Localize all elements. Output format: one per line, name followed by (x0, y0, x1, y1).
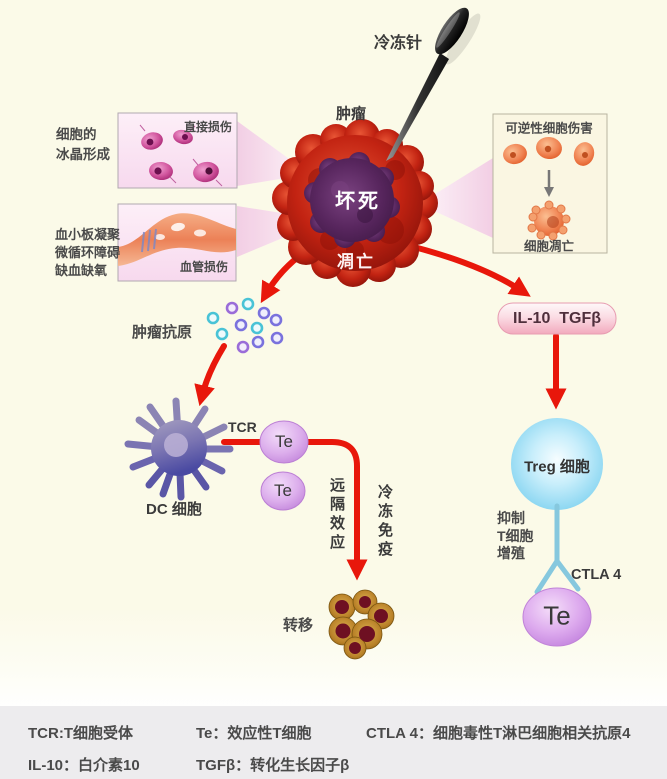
caption-line: 冰晶形成 (56, 147, 110, 163)
ice-damage-box (117, 112, 238, 189)
abscopal-effect-label: 远隔效应 (328, 477, 345, 553)
legend-il10: IL-10：白介素10 (28, 757, 140, 774)
te-cell-2-shape (260, 471, 306, 511)
cell-apoptosis-label: 细胞凋亡 (523, 239, 575, 254)
caption-line: 细胞的 (56, 127, 97, 142)
legend-te: Te：效应性T细胞 (196, 725, 312, 742)
treg-cell-shape (511, 418, 603, 510)
blood-vessel-illustration (118, 213, 236, 266)
cryo-immunity-label: 冷冻免疫 (376, 484, 393, 560)
caption-line: 微循环障碍 (55, 245, 121, 261)
vessel-damage-label: 血管损伤 (180, 260, 229, 274)
ctla4-label: CTLA 4 (571, 567, 622, 583)
vessel-caption: 血小板凝聚 微循环障碍 缺血缺氧 (55, 226, 120, 281)
legend-tcr: TCR:T细胞受体 (28, 725, 133, 742)
damaged-cells-illustration (139, 124, 223, 187)
apoptosis-label: 凋亡 (337, 252, 375, 272)
legend-tgfb: TGFβ：转化生长因子β (196, 757, 350, 774)
cytokines-label: IL-10 TGFβ (513, 310, 601, 327)
te-cell-3-shape (522, 587, 592, 647)
tumor-antigen-dots (206, 297, 284, 354)
tumor-antigen-label: 肿瘤抗原 (132, 324, 193, 341)
metastasis-label: 转移 (283, 617, 314, 634)
te-cell-3-label: Te (543, 600, 571, 631)
arrow-antigen-to-dc (194, 343, 227, 407)
tumor-label: 肿瘤 (335, 105, 367, 123)
dc-cell-label: DC 细胞 (146, 501, 202, 518)
te-cell-1-label: Te (275, 432, 293, 451)
caption-line: T细胞 (497, 527, 534, 544)
dc-cell-illustration (124, 397, 234, 501)
cytokine-capsule (497, 302, 617, 335)
ctla4-receptor (534, 503, 581, 595)
needle-label: 冷冻针 (373, 35, 423, 52)
caption-line: 增殖 (497, 545, 525, 561)
apoptotic-cell-illustration (527, 200, 571, 241)
direct-damage-label: 直接损伤 (184, 120, 233, 134)
caption-line: 血小板凝聚 (55, 227, 121, 242)
reversible-damage-box (492, 113, 608, 254)
te-cell-1-shape (259, 420, 309, 464)
platelet-marks (141, 228, 157, 253)
metastasis-cluster (328, 589, 395, 660)
tumor (272, 119, 438, 287)
reversible-cells-illustration (503, 136, 595, 241)
treg-cell-label: Treg 细胞 (524, 458, 590, 476)
reversible-damage-label: 可逆性细胞伤害 (505, 121, 593, 136)
necrosis-core (304, 152, 400, 248)
inhibit-caption: 抑制 T细胞 增殖 (497, 510, 534, 563)
vessel-damage-box (117, 203, 237, 282)
tcr-label: TCR (228, 419, 257, 435)
legend-band: TCR:T细胞受体 Te：效应性T细胞 CTLA 4：细胞毒性T淋巴细胞相关抗原… (0, 706, 667, 779)
legend-ctla4: CTLA 4：细胞毒性T淋巴细胞相关抗原4 (366, 725, 631, 742)
caption-line: 缺血缺氧 (55, 263, 108, 279)
arrow-te-to-metastasis (221, 439, 368, 581)
caption-line: 抑制 (497, 510, 525, 526)
cryo-needle-icon (386, 7, 481, 161)
ice-crystal-caption: 细胞的 冰晶形成 (56, 125, 110, 166)
necrosis-label: 坏死 (335, 190, 381, 213)
te-cell-2-label: Te (274, 481, 292, 500)
